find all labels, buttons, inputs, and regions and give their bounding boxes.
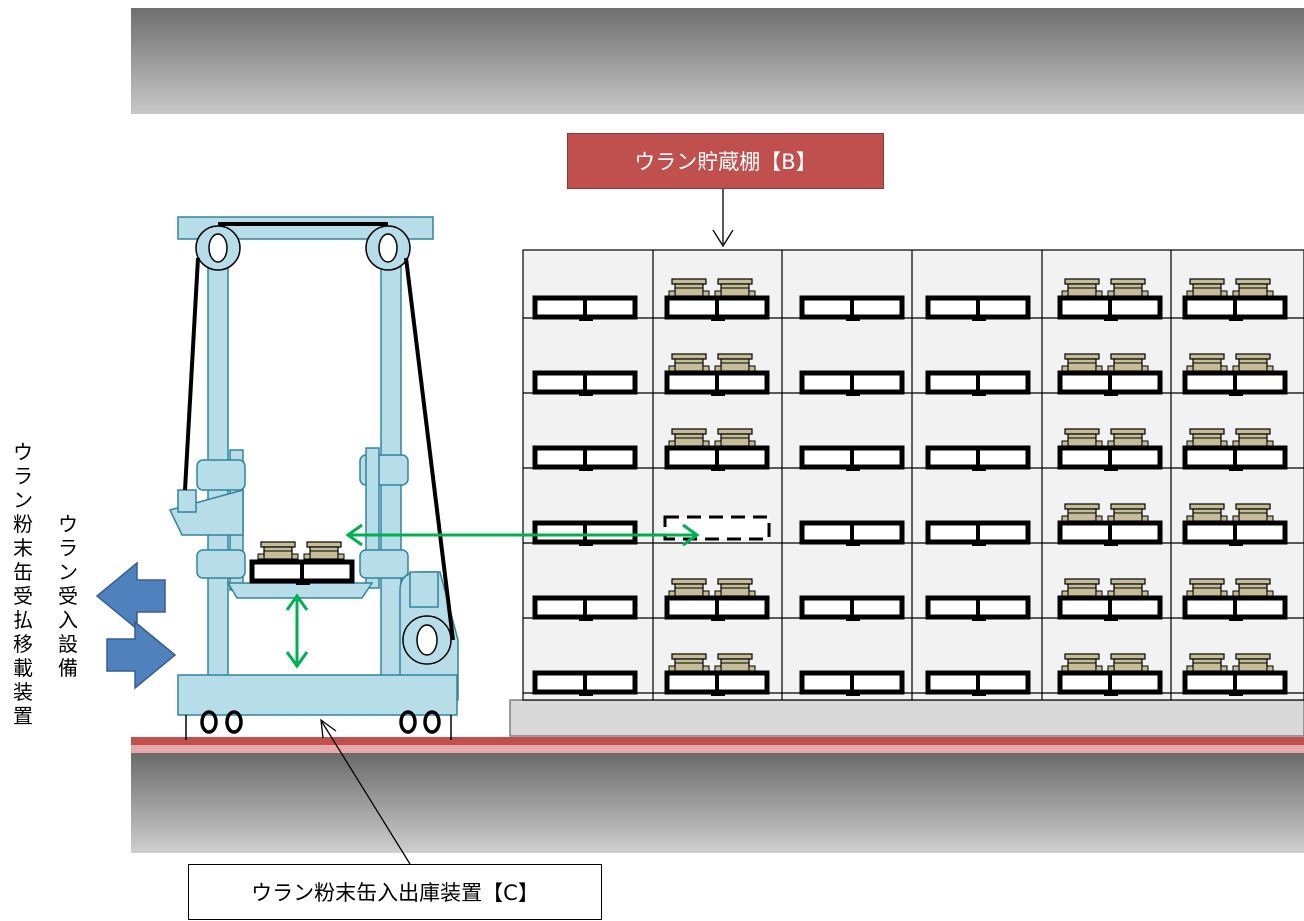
storage-shelf <box>522 249 1304 701</box>
floor <box>131 753 1304 853</box>
movement-arrows <box>285 523 700 669</box>
arrow-right-icon <box>106 620 177 690</box>
pulleys <box>195 225 452 665</box>
floor-rail <box>131 737 1304 745</box>
wheels <box>200 710 441 734</box>
shelf-base <box>509 699 1304 737</box>
carriage-load <box>252 541 352 585</box>
arrow-left-icon <box>95 561 166 631</box>
storage-shelf-label: ウラン貯蔵棚【B】 <box>567 133 884 189</box>
transfer-device-label: ウラン粉末缶入出庫装置【C】 <box>188 864 602 920</box>
transfer-apparatus-label: ウラン粉末缶受払移載装置 <box>13 440 33 728</box>
belts <box>183 222 455 641</box>
receiving-equipment-label: ウラン受入設備 <box>58 512 78 680</box>
ceiling <box>131 8 1304 114</box>
device-pointer <box>320 718 411 865</box>
shelf-pointer <box>712 188 734 248</box>
